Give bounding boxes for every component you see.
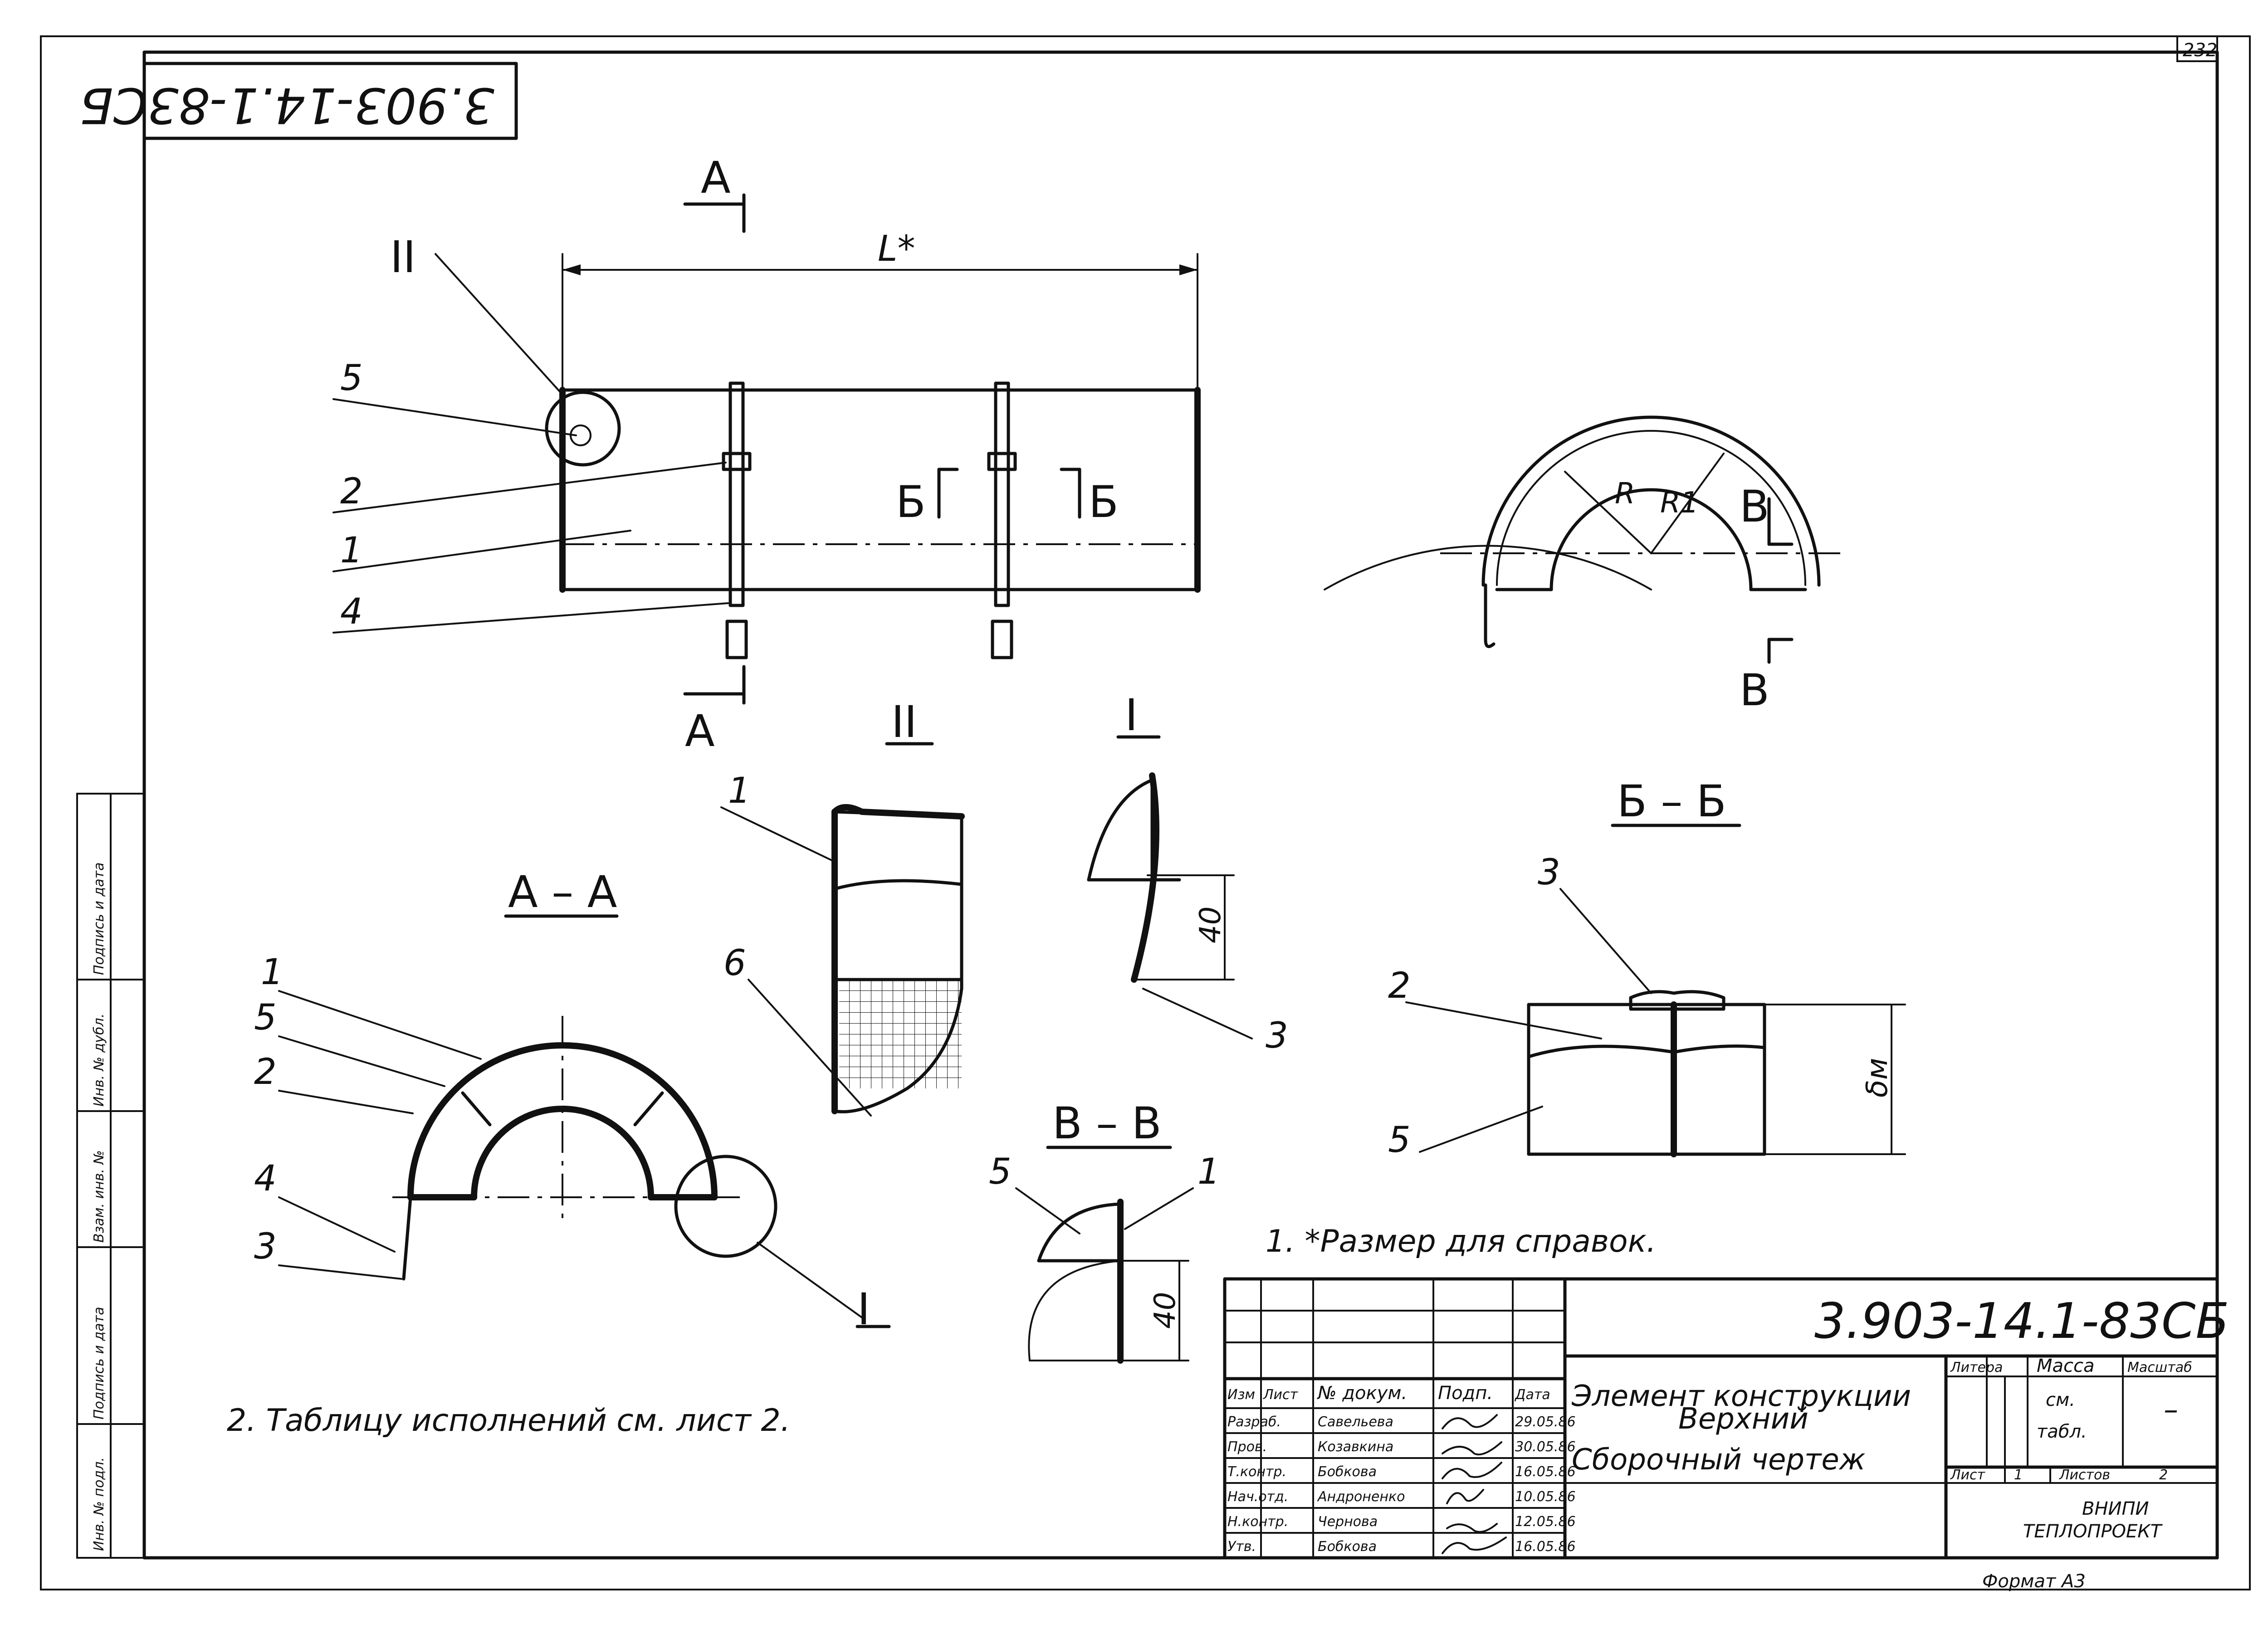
tb-sheets-label: Листов bbox=[2059, 1467, 2110, 1483]
section-b-right-label: Б bbox=[1089, 477, 1119, 527]
tb-date-2: 16.05.86 bbox=[1515, 1464, 1576, 1480]
strip-label-3: Взам. инв. № bbox=[91, 1150, 107, 1243]
tb-header-doc: № докум. bbox=[1317, 1383, 1407, 1404]
strip-label-2: Подпись и дата bbox=[91, 1307, 107, 1420]
section-v-bottom-label: В bbox=[1740, 665, 1769, 716]
tb-scale-value: – bbox=[2164, 1393, 2178, 1427]
section-bb-view: Б – Б δм 3 2 5 bbox=[1388, 776, 1906, 1161]
vv-callout-1: 1 bbox=[1198, 1151, 1220, 1192]
tb-title-line2: Верхний bbox=[1678, 1402, 1809, 1436]
aa-callout-3: 3 bbox=[254, 1226, 277, 1267]
tb-doc-type: Сборочный чертеж bbox=[1572, 1443, 1866, 1477]
tb-date-1: 30.05.86 bbox=[1515, 1439, 1576, 1455]
radius-r: R bbox=[1615, 477, 1635, 511]
tb-role-1: Пров. bbox=[1227, 1439, 1267, 1455]
tb-name-4: Чернова bbox=[1318, 1514, 1378, 1530]
tb-mass-value1: см. bbox=[2046, 1390, 2075, 1410]
detail-i-title: I bbox=[1125, 690, 1138, 741]
detail-i-view: I 40 3 bbox=[1087, 690, 1288, 1056]
sheet-number: 232 bbox=[2183, 40, 2217, 61]
strip-label-5: Подпись и дата bbox=[91, 863, 107, 976]
tb-header-izm: Изм bbox=[1227, 1387, 1255, 1403]
section-v-top-label: В bbox=[1740, 481, 1769, 532]
detail-ii-label-main: II bbox=[390, 232, 416, 283]
section-aa-view: А – А I 1 5 2 4 3 bbox=[254, 867, 891, 1335]
section-a-bottom-label: А bbox=[685, 706, 715, 756]
tb-date-4: 12.05.86 bbox=[1515, 1514, 1576, 1530]
main-callout-2: 2 bbox=[340, 471, 363, 512]
tb-header-list: Лист bbox=[1263, 1387, 1299, 1403]
section-bb-title: Б – Б bbox=[1617, 776, 1726, 827]
section-aa-title: А – А bbox=[508, 867, 617, 917]
tb-header-date: Дата bbox=[1514, 1387, 1550, 1403]
det2-callout-1: 1 bbox=[728, 771, 751, 811]
aa-callout-1: 1 bbox=[261, 952, 284, 993]
aa-callout-5: 5 bbox=[254, 997, 277, 1038]
tb-name-5: Бобкова bbox=[1318, 1539, 1377, 1555]
detail-ii-view: II 1 6 bbox=[720, 697, 965, 1117]
tb-org-line2: ТЕПЛОПРОЕКТ bbox=[2023, 1521, 2163, 1542]
format-label: Формат А3 bbox=[1982, 1571, 2086, 1592]
tb-col-mass: Масса bbox=[2037, 1356, 2095, 1376]
tb-mass-value2: табл. bbox=[2037, 1421, 2087, 1442]
tb-sheet-label: Лист bbox=[1950, 1467, 1986, 1483]
tb-header-sign: Подп. bbox=[1438, 1383, 1493, 1404]
detail-ii-title: II bbox=[891, 697, 917, 747]
tb-date-0: 29.05.86 bbox=[1515, 1414, 1576, 1430]
section-b-left-label: Б bbox=[896, 477, 926, 527]
tb-name-2: Бобкова bbox=[1318, 1464, 1377, 1480]
strip-label-4: Инв. № дубл. bbox=[91, 1014, 107, 1107]
section-vv-view: В – В 40 5 1 bbox=[989, 1098, 1220, 1364]
outer-frame bbox=[40, 35, 2251, 1590]
main-callout-1: 1 bbox=[340, 530, 363, 571]
tb-name-1: Козавкина bbox=[1318, 1439, 1393, 1455]
det2-callout-6: 6 bbox=[723, 943, 746, 984]
radius-r1: R1 bbox=[1660, 486, 1699, 520]
tb-title-line1: Элемент конструкции bbox=[1571, 1380, 1911, 1413]
tb-col-scale: Масштаб bbox=[2127, 1360, 2192, 1375]
tb-role-3: Нач.отд. bbox=[1227, 1489, 1288, 1505]
main-callout-4: 4 bbox=[340, 591, 363, 632]
rotated-designation: 3.903-14.1-83СБ bbox=[79, 77, 494, 133]
det1-callout-3: 3 bbox=[1266, 1015, 1288, 1056]
side-view: R R1 В В bbox=[1324, 415, 1848, 716]
aa-callout-4: 4 bbox=[254, 1158, 277, 1199]
tb-role-2: Т.контр. bbox=[1227, 1464, 1286, 1480]
tb-name-0: Савельева bbox=[1318, 1414, 1393, 1430]
bb-callout-2: 2 bbox=[1388, 966, 1411, 1006]
title-block[interactable]: Изм Лист № докум. Подп. Дата Разраб. Сав… bbox=[1223, 1277, 2229, 1560]
tb-name-3: Андроненко bbox=[1317, 1489, 1405, 1505]
tb-org-line1: ВНИПИ bbox=[2082, 1498, 2149, 1519]
note-1: 1. *Размер для справок. bbox=[1266, 1224, 1656, 1259]
dim-40-detail-i: 40 bbox=[1194, 907, 1227, 943]
main-view: L* А А Б Б II 5 2 1 4 bbox=[332, 152, 1201, 756]
note-2: 2. Таблицу исполнений см. лист 2. bbox=[227, 1403, 790, 1439]
dim-delta: δм bbox=[1861, 1058, 1894, 1097]
section-a-top-label: А bbox=[701, 152, 731, 203]
bb-callout-5: 5 bbox=[1388, 1120, 1411, 1161]
section-vv-title: В – В bbox=[1052, 1098, 1162, 1149]
tb-date-3: 10.05.86 bbox=[1515, 1489, 1576, 1505]
tb-role-4: Н.контр. bbox=[1227, 1514, 1288, 1530]
vv-callout-5: 5 bbox=[989, 1151, 1012, 1192]
main-callout-5: 5 bbox=[340, 358, 363, 399]
tb-col-litera: Литера bbox=[1950, 1360, 2003, 1375]
tb-date-5: 16.05.86 bbox=[1515, 1539, 1576, 1555]
left-margin-strip: Инв. № подл. Подпись и дата Взам. инв. №… bbox=[76, 793, 145, 1559]
tb-sheets-value: 2 bbox=[2159, 1467, 2168, 1483]
tb-role-5: Утв. bbox=[1227, 1539, 1256, 1555]
bb-callout-3: 3 bbox=[1538, 852, 1560, 893]
tb-sheet-value: 1 bbox=[2014, 1467, 2023, 1483]
dim-40-section-vv: 40 bbox=[1149, 1292, 1182, 1329]
tb-designation: 3.903-14.1-83СБ bbox=[1814, 1293, 2229, 1350]
length-dimension: L* bbox=[878, 229, 915, 269]
aa-callout-2: 2 bbox=[254, 1052, 277, 1093]
tb-role-0: Разраб. bbox=[1227, 1414, 1281, 1430]
strip-label-1: Инв. № подл. bbox=[91, 1457, 107, 1551]
